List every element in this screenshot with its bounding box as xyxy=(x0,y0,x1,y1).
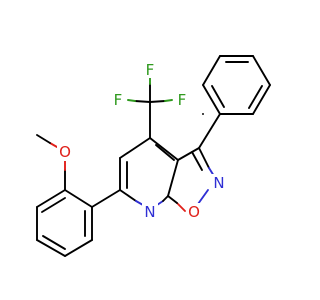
bond xyxy=(211,85,225,108)
atom-label-o-isoxazole: O xyxy=(186,203,202,221)
bond xyxy=(202,55,221,86)
bond xyxy=(167,159,179,197)
bond xyxy=(202,84,221,115)
structure-canvas: F F F O N O N xyxy=(36,55,271,257)
bond xyxy=(134,100,151,103)
bond xyxy=(149,137,179,161)
fluorine-label: F xyxy=(146,61,155,79)
bond xyxy=(252,84,271,115)
bond xyxy=(198,113,221,149)
bond xyxy=(64,189,93,208)
bond xyxy=(197,189,209,205)
bond xyxy=(36,239,66,257)
nitrogen-label: N xyxy=(144,203,155,221)
atom-label-f-left: F xyxy=(111,91,125,109)
bond xyxy=(167,195,178,204)
bond xyxy=(155,144,175,161)
bond xyxy=(248,85,263,109)
trifluoromethyl-group xyxy=(127,77,173,139)
bond xyxy=(36,189,66,208)
isoxazole-ring xyxy=(167,147,215,212)
bond xyxy=(41,197,66,213)
bond xyxy=(127,99,136,102)
atom-label-n-isoxazole: N xyxy=(211,174,227,192)
oxygen-label: O xyxy=(188,203,200,221)
atom-label-n-pyridine: N xyxy=(142,203,158,221)
bond xyxy=(149,100,166,103)
bond xyxy=(177,147,200,161)
bond xyxy=(162,195,169,202)
bond xyxy=(191,151,203,171)
bond xyxy=(119,137,151,159)
bond xyxy=(135,200,144,206)
molecule-drawing: F F F O N O N xyxy=(36,55,271,257)
fluorine-label: F xyxy=(178,91,187,109)
bond xyxy=(49,142,58,148)
atom-label-f-right: F xyxy=(175,91,189,109)
phenyl-ring xyxy=(202,55,271,115)
bond xyxy=(176,202,186,212)
bond xyxy=(91,189,121,208)
fluorine-label: F xyxy=(114,91,123,109)
bond xyxy=(198,147,210,169)
bond xyxy=(36,134,51,144)
bond xyxy=(252,55,271,86)
bond xyxy=(164,99,173,102)
atom-label-o-methoxy: O xyxy=(57,143,73,161)
atom-label-f-top: F xyxy=(143,60,157,79)
oxygen-label: O xyxy=(59,143,71,161)
pyridine-ring xyxy=(119,137,179,206)
bond xyxy=(42,235,66,250)
bond xyxy=(64,239,93,257)
bond xyxy=(119,189,137,202)
nitrogen-label: N xyxy=(213,174,224,192)
methoxyphenyl-ring xyxy=(36,189,93,257)
methoxy-group xyxy=(36,134,66,191)
